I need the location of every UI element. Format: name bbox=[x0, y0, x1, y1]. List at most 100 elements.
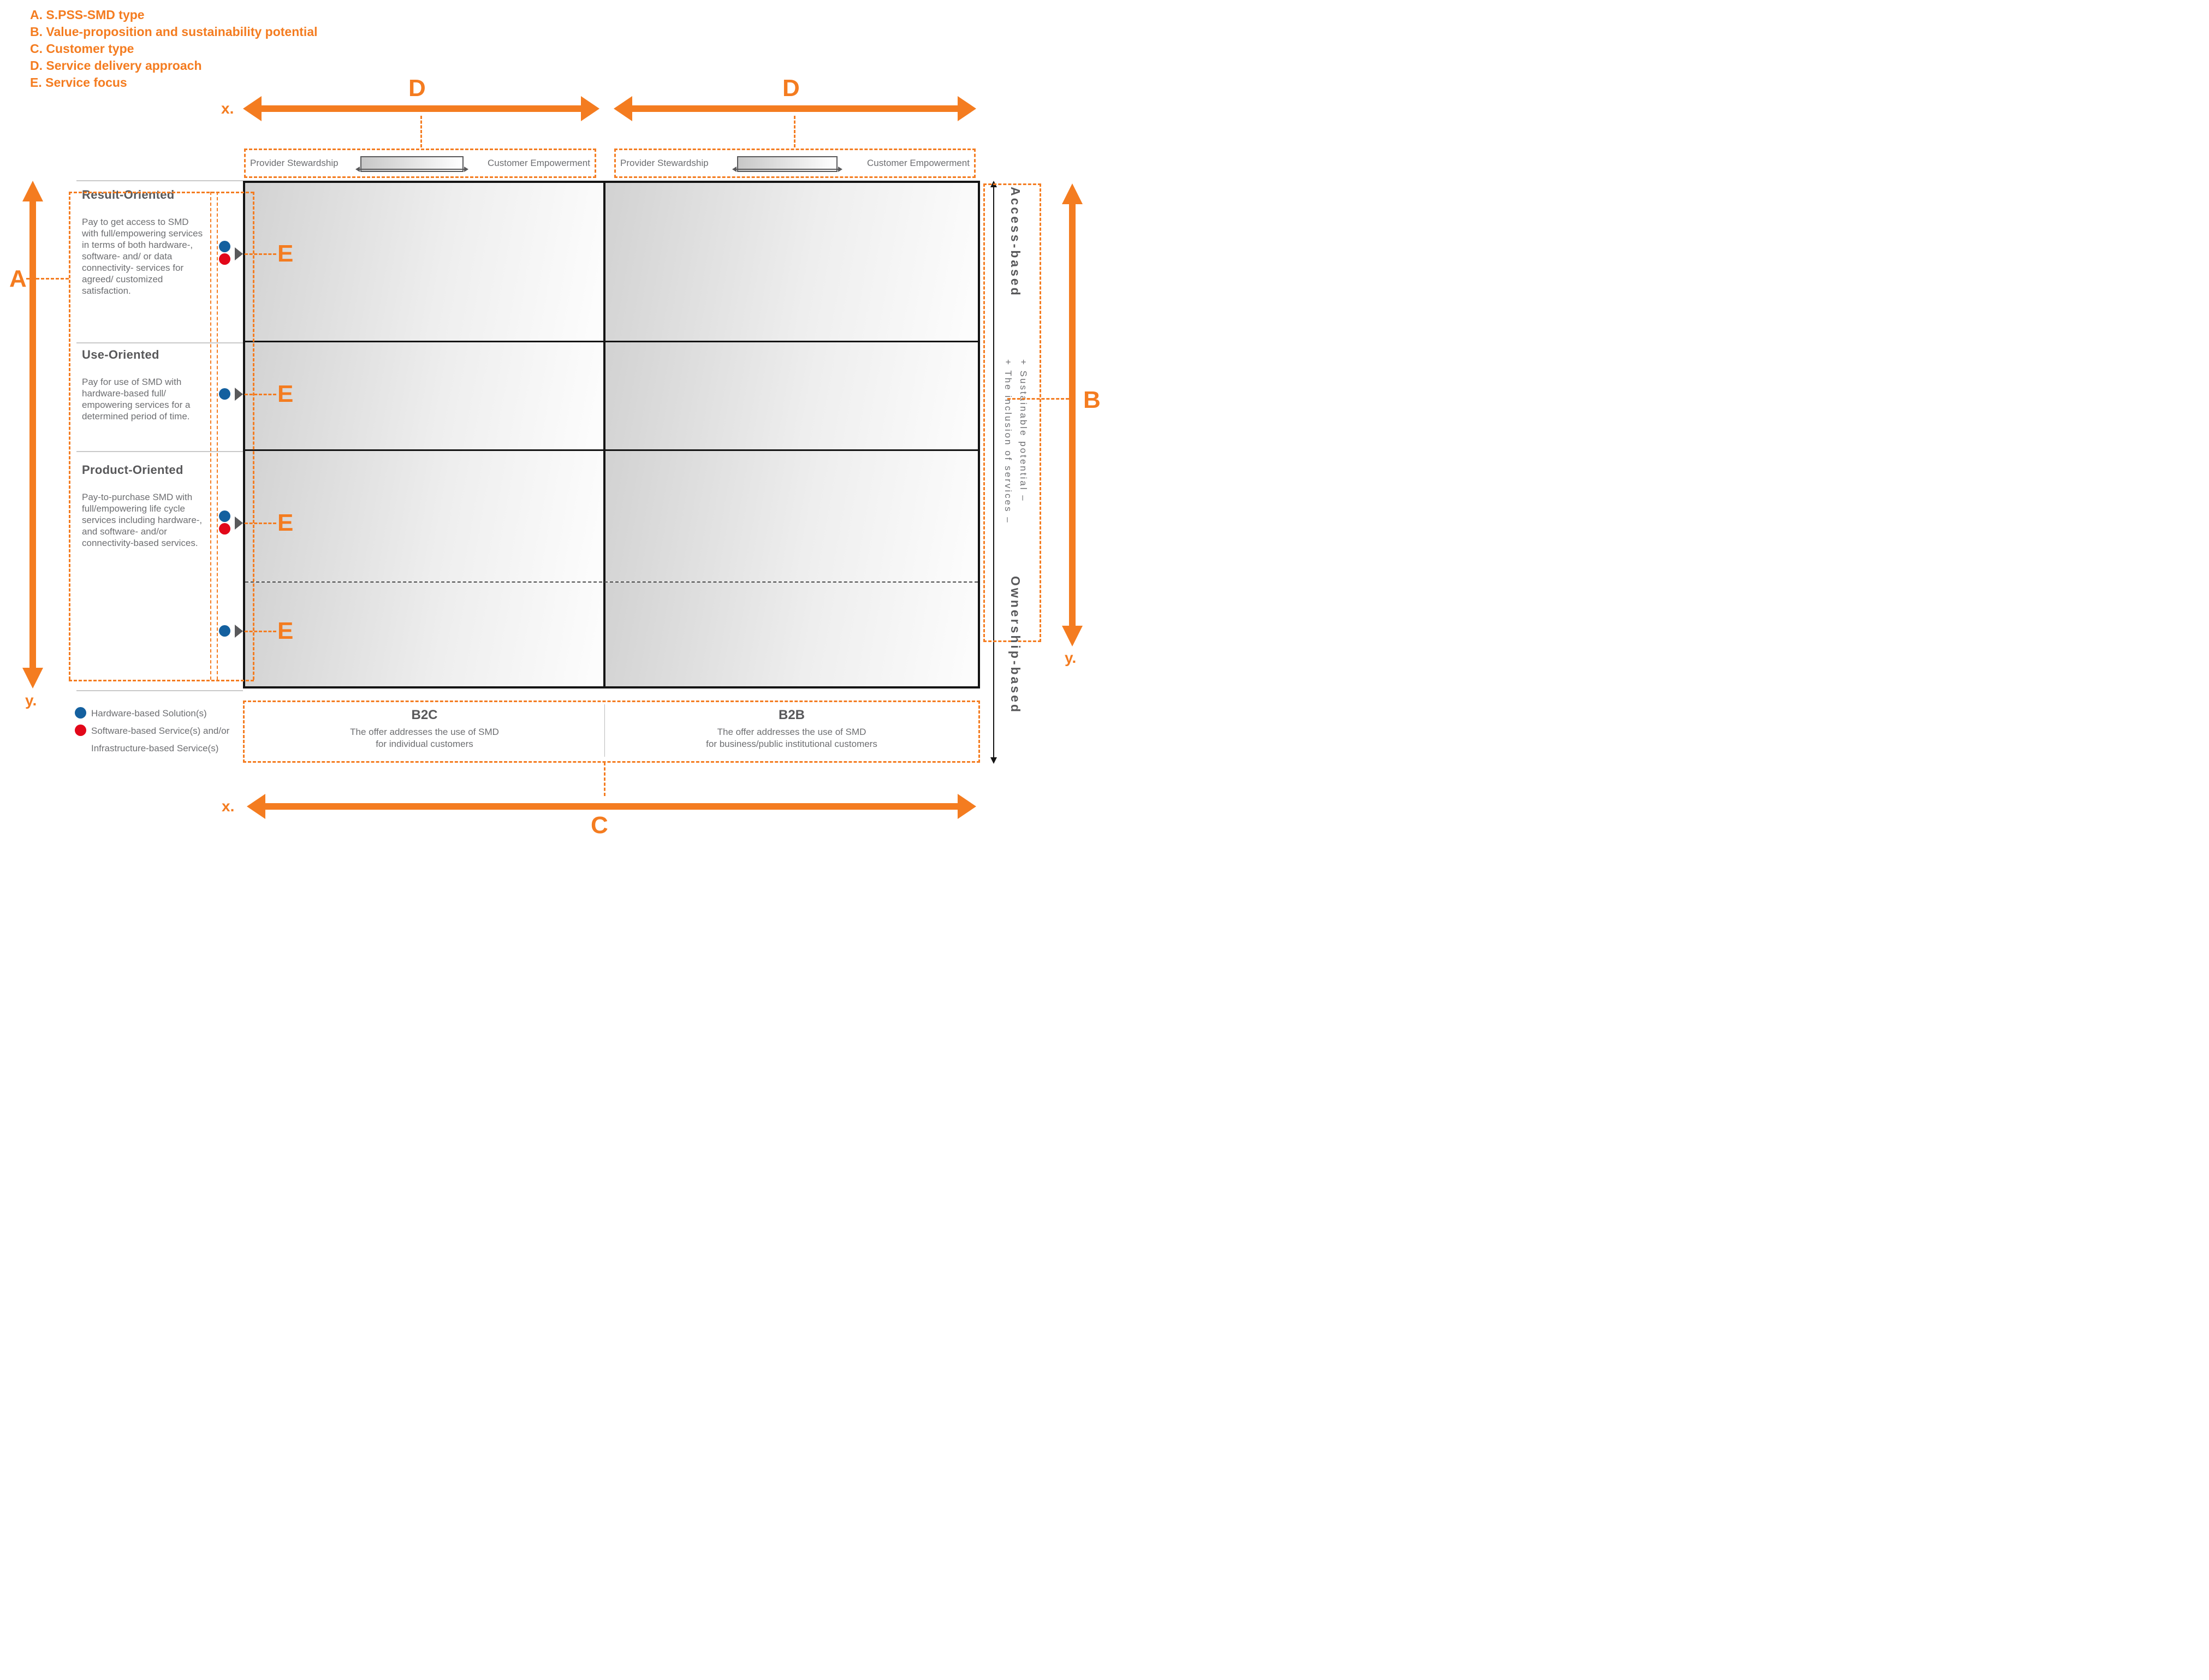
b2b-title: B2B bbox=[778, 708, 805, 722]
matrix-grid bbox=[243, 181, 980, 688]
e-connector bbox=[245, 523, 276, 524]
axis-key-item-e: E. Service focus bbox=[30, 75, 127, 90]
c-axis-letter: C bbox=[591, 812, 608, 839]
b-axis-letter: B bbox=[1083, 387, 1101, 413]
inclusion-of-services-label: + The inclusion of services – bbox=[1003, 359, 1013, 524]
delivery-slider-icon bbox=[732, 156, 842, 172]
value-axis-box bbox=[983, 183, 1041, 642]
b-connector bbox=[1007, 398, 1069, 400]
row-separator-line bbox=[76, 451, 243, 452]
service-delivery-arrow-right bbox=[614, 96, 976, 121]
matrix-subrow-dashed-divider bbox=[245, 581, 978, 583]
e-connector bbox=[245, 394, 276, 395]
value-proposition-axis-arrow bbox=[1061, 183, 1083, 646]
a-connector bbox=[26, 278, 69, 280]
spss-types-box-top bbox=[69, 192, 254, 193]
spss-type-axis-arrow bbox=[22, 181, 43, 688]
e-connector bbox=[245, 631, 276, 632]
spss-smd-framework-figure: A. S.PSS-SMD type B. Value-proposition a… bbox=[0, 0, 1104, 840]
e-connector bbox=[245, 253, 276, 255]
delivery-slider-icon bbox=[355, 156, 468, 172]
matrix-cell bbox=[605, 183, 978, 341]
x-axis-label-top: x. bbox=[221, 100, 234, 117]
arrow-head-icon bbox=[958, 794, 976, 819]
matrix-cell bbox=[605, 582, 978, 686]
matrix-cell bbox=[245, 342, 603, 449]
row-separator-line bbox=[76, 690, 243, 691]
row-title-product-oriented: Product-Oriented bbox=[82, 463, 183, 477]
axis-key-item-d: D. Service delivery approach bbox=[30, 58, 202, 73]
customer-empowerment-label: Customer Empowerment bbox=[866, 158, 970, 168]
row-separator-line bbox=[76, 342, 243, 343]
hardware-dot-icon bbox=[219, 625, 230, 637]
row-description-use-oriented: Pay for use of SMD with hardware-based f… bbox=[82, 377, 191, 422]
matrix-cell bbox=[605, 342, 978, 449]
legend-hardware-label: Hardware-based Solution(s) bbox=[91, 708, 207, 719]
c-connector bbox=[604, 762, 605, 796]
access-based-label: Access-based bbox=[1008, 187, 1023, 298]
arrow-head-icon bbox=[22, 668, 43, 688]
hardware-dot-icon bbox=[219, 388, 230, 400]
row-description-product-oriented: Pay-to-purchase SMD with full/empowering… bbox=[82, 492, 203, 548]
software-dot-icon bbox=[219, 253, 230, 265]
x-axis-label-bottom: x. bbox=[222, 798, 235, 815]
provider-stewardship-label: Provider Stewardship bbox=[620, 158, 709, 168]
matrix-cell bbox=[245, 183, 603, 341]
pointer-triangle-icon bbox=[235, 247, 243, 260]
axis-key: A. S.PSS-SMD type B. Value-proposition a… bbox=[30, 7, 318, 91]
d-axis-letter-right: D bbox=[782, 75, 800, 102]
pointer-triangle-icon bbox=[235, 388, 243, 401]
software-dot-icon bbox=[219, 523, 230, 535]
hardware-dot-icon bbox=[219, 241, 230, 252]
arrow-head-icon bbox=[958, 96, 976, 121]
arrow-head-icon bbox=[243, 96, 262, 121]
service-focus-letter: E bbox=[277, 240, 294, 267]
d-connector-right bbox=[794, 116, 795, 147]
y-axis-label-left: y. bbox=[25, 692, 37, 709]
arrow-head-icon bbox=[581, 96, 599, 121]
matrix-row-divider bbox=[245, 341, 978, 342]
matrix-cell bbox=[245, 451, 603, 581]
hardware-dot-icon bbox=[75, 707, 86, 719]
d-axis-letter-left: D bbox=[408, 75, 426, 102]
axis-key-item-c: C. Customer type bbox=[30, 41, 134, 56]
customer-empowerment-label: Customer Empowerment bbox=[487, 158, 590, 168]
axis-key-item-a: A. S.PSS-SMD type bbox=[30, 8, 145, 22]
matrix-cell bbox=[605, 451, 978, 581]
customer-type-divider bbox=[604, 704, 605, 757]
y-axis-label-right: y. bbox=[1065, 649, 1077, 666]
service-focus-strip-line bbox=[210, 192, 211, 680]
matrix-center-divider bbox=[603, 183, 605, 686]
arrow-head-icon bbox=[614, 96, 632, 121]
spss-types-box-right bbox=[253, 192, 254, 680]
access-ownership-axis-arrow bbox=[990, 181, 997, 764]
arrow-head-icon bbox=[990, 757, 997, 764]
provider-stewardship-label: Provider Stewardship bbox=[250, 158, 339, 168]
arrow-head-icon bbox=[1061, 626, 1083, 646]
b2b-description-line1: The offer addresses the use of SMD bbox=[717, 727, 866, 737]
b2c-description-line1: The offer addresses the use of SMD bbox=[350, 727, 499, 737]
delivery-scale-box-b2b: Provider Stewardship Customer Empowermen… bbox=[614, 149, 976, 178]
arrow-head-icon bbox=[247, 794, 265, 819]
ownership-based-label: Ownership-based bbox=[1008, 576, 1023, 714]
b2c-description-line2: for individual customers bbox=[376, 739, 473, 749]
b2b-description-line2: for business/public institutional custom… bbox=[706, 739, 877, 749]
service-delivery-arrow-left bbox=[243, 96, 599, 121]
hardware-dot-icon bbox=[219, 510, 230, 522]
pointer-triangle-icon bbox=[235, 517, 243, 530]
spss-types-box-bottom bbox=[69, 680, 254, 681]
service-focus-strip-line bbox=[217, 192, 218, 680]
spss-types-box-left bbox=[69, 192, 70, 680]
d-connector-left bbox=[420, 116, 422, 147]
row-title-result-oriented: Result-Oriented bbox=[82, 188, 175, 201]
service-focus-letter: E bbox=[277, 618, 294, 644]
matrix-row-divider bbox=[245, 449, 978, 451]
customer-type-box: B2C The offer addresses the use of SMD f… bbox=[243, 701, 980, 763]
pointer-triangle-icon bbox=[235, 625, 243, 638]
legend-software-label-line2: Infrastructure-based Service(s) bbox=[91, 743, 219, 753]
axis-key-item-b: B. Value-proposition and sustainability … bbox=[30, 25, 318, 39]
row-title-use-oriented: Use-Oriented bbox=[82, 348, 159, 361]
customer-type-axis-arrow bbox=[247, 794, 976, 819]
row-description-result-oriented: Pay to get access to SMD with full/empow… bbox=[82, 217, 203, 296]
software-dot-icon bbox=[75, 725, 86, 736]
